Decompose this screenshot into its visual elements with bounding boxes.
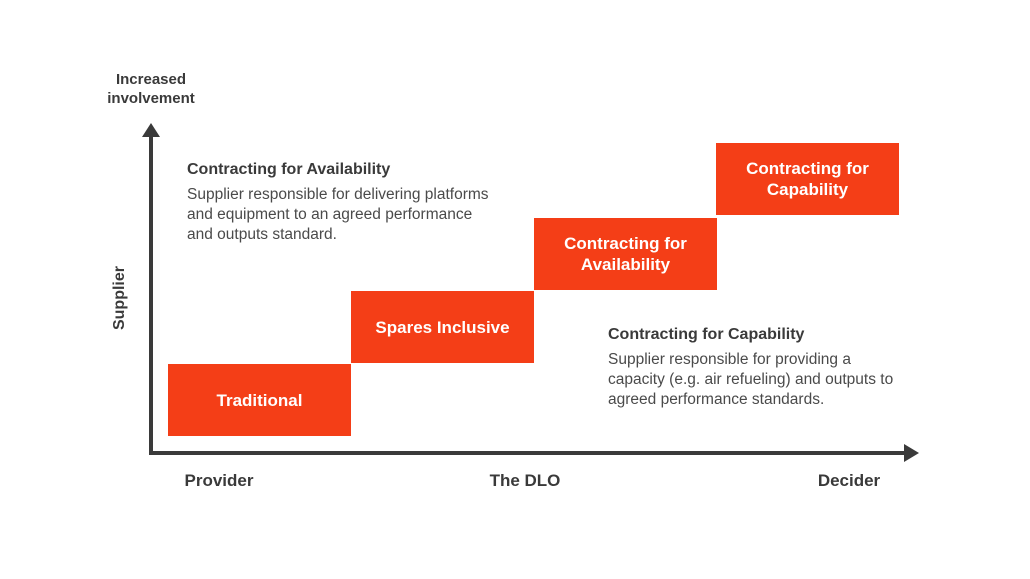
annotation-capability-title: Contracting for Capability bbox=[608, 326, 805, 343]
step-contracting-for-capability: Contracting for Capability bbox=[716, 143, 899, 215]
annotation-availability: Contracting for Availability Supplier re… bbox=[187, 161, 489, 245]
step-traditional: Traditional bbox=[168, 364, 351, 436]
y-axis-top-label: Increased involvement bbox=[107, 71, 195, 107]
x-axis-label-decider: Decider bbox=[817, 471, 881, 490]
annotation-capability: Contracting for Capability Supplier resp… bbox=[608, 326, 910, 410]
annotation-availability-title: Contracting for Availability bbox=[187, 161, 391, 178]
x-axis-line bbox=[149, 451, 906, 455]
annotation-capability-body: Supplier responsible for providing a cap… bbox=[608, 351, 894, 408]
x-axis-arrowhead-icon bbox=[904, 444, 919, 462]
step-spares-inclusive: Spares Inclusive bbox=[351, 291, 534, 363]
x-axis-label-the-dlo: The DLO bbox=[489, 471, 561, 490]
y-axis-arrowhead-icon bbox=[142, 123, 160, 137]
y-axis-label: Supplier bbox=[111, 266, 128, 331]
y-axis-line bbox=[149, 136, 153, 453]
annotation-availability-body: Supplier responsible for delivering plat… bbox=[187, 186, 489, 243]
step-contracting-for-availability: Contracting for Availability bbox=[534, 218, 717, 290]
x-axis-label-provider: Provider bbox=[184, 471, 254, 490]
